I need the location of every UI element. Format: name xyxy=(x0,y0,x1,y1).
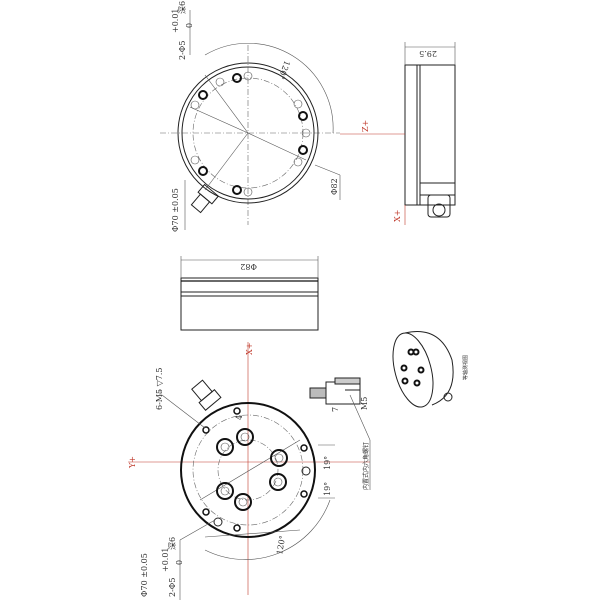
section-dim: 7 xyxy=(331,407,340,412)
top-pitch-diameter: Φ70 ±0.05 xyxy=(171,188,180,232)
top-hole-tol-lower: 0 xyxy=(185,23,194,28)
section-note: 内置式内六角螺钉 xyxy=(362,442,370,490)
bottom-view: X+ Y+ 6-M5 ▽7.5 4 19° 19° 120° Φ70 ±0.05… xyxy=(128,342,370,600)
bottom-pitch-diameter: Φ70 ±0.05 xyxy=(140,553,149,597)
iso-view: 等轴测视图 xyxy=(392,331,469,408)
counterbore-holes xyxy=(216,428,288,511)
connector xyxy=(191,379,222,411)
bottom-hole-note: 2-Φ5 xyxy=(168,578,177,597)
bottom-hole-depth: 深6 xyxy=(168,537,177,550)
bottom-hole-tol-upper: +0.01 xyxy=(161,547,170,572)
top-hole-depth: 深6 xyxy=(178,1,187,14)
iso-label: 等轴测视图 xyxy=(462,355,469,380)
small-dim: 4 xyxy=(235,415,244,420)
angle-a: 19° xyxy=(323,456,332,470)
top-hole-note: 2-Φ5 xyxy=(178,41,187,60)
thread-note: 6-M5 ▽7.5 xyxy=(155,368,164,411)
top-view: 2-Φ5 +0.01 0 深6 120° Φ70 ±0.05 Φ82 xyxy=(160,1,341,232)
height-dim: 29.5 xyxy=(419,49,437,58)
bottom-hole-tol-lower: 0 xyxy=(175,560,184,565)
top-hole-tol-upper: +0.01 xyxy=(171,8,180,33)
front-view: Φ82 xyxy=(180,256,319,331)
threaded-holes xyxy=(202,407,311,532)
section-detail: M5 7 内置式内六角螺钉 xyxy=(309,377,371,490)
side-axis-x: X+ xyxy=(393,210,402,222)
bottom-angle: 120° xyxy=(275,535,287,556)
side-view: 29.5 Z+ X+ xyxy=(340,42,456,225)
section-thread: M5 xyxy=(360,397,369,410)
top-outer-diameter: Φ82 xyxy=(330,178,339,195)
bottom-axis-y: Y+ xyxy=(128,456,137,469)
front-diameter-dim: Φ82 xyxy=(240,262,257,271)
bottom-axis-x: X+ xyxy=(245,343,254,355)
angle-b: 19° xyxy=(323,482,332,496)
connector xyxy=(190,183,220,214)
side-axis-z: Z+ xyxy=(361,120,370,132)
mounting-holes xyxy=(190,71,311,197)
